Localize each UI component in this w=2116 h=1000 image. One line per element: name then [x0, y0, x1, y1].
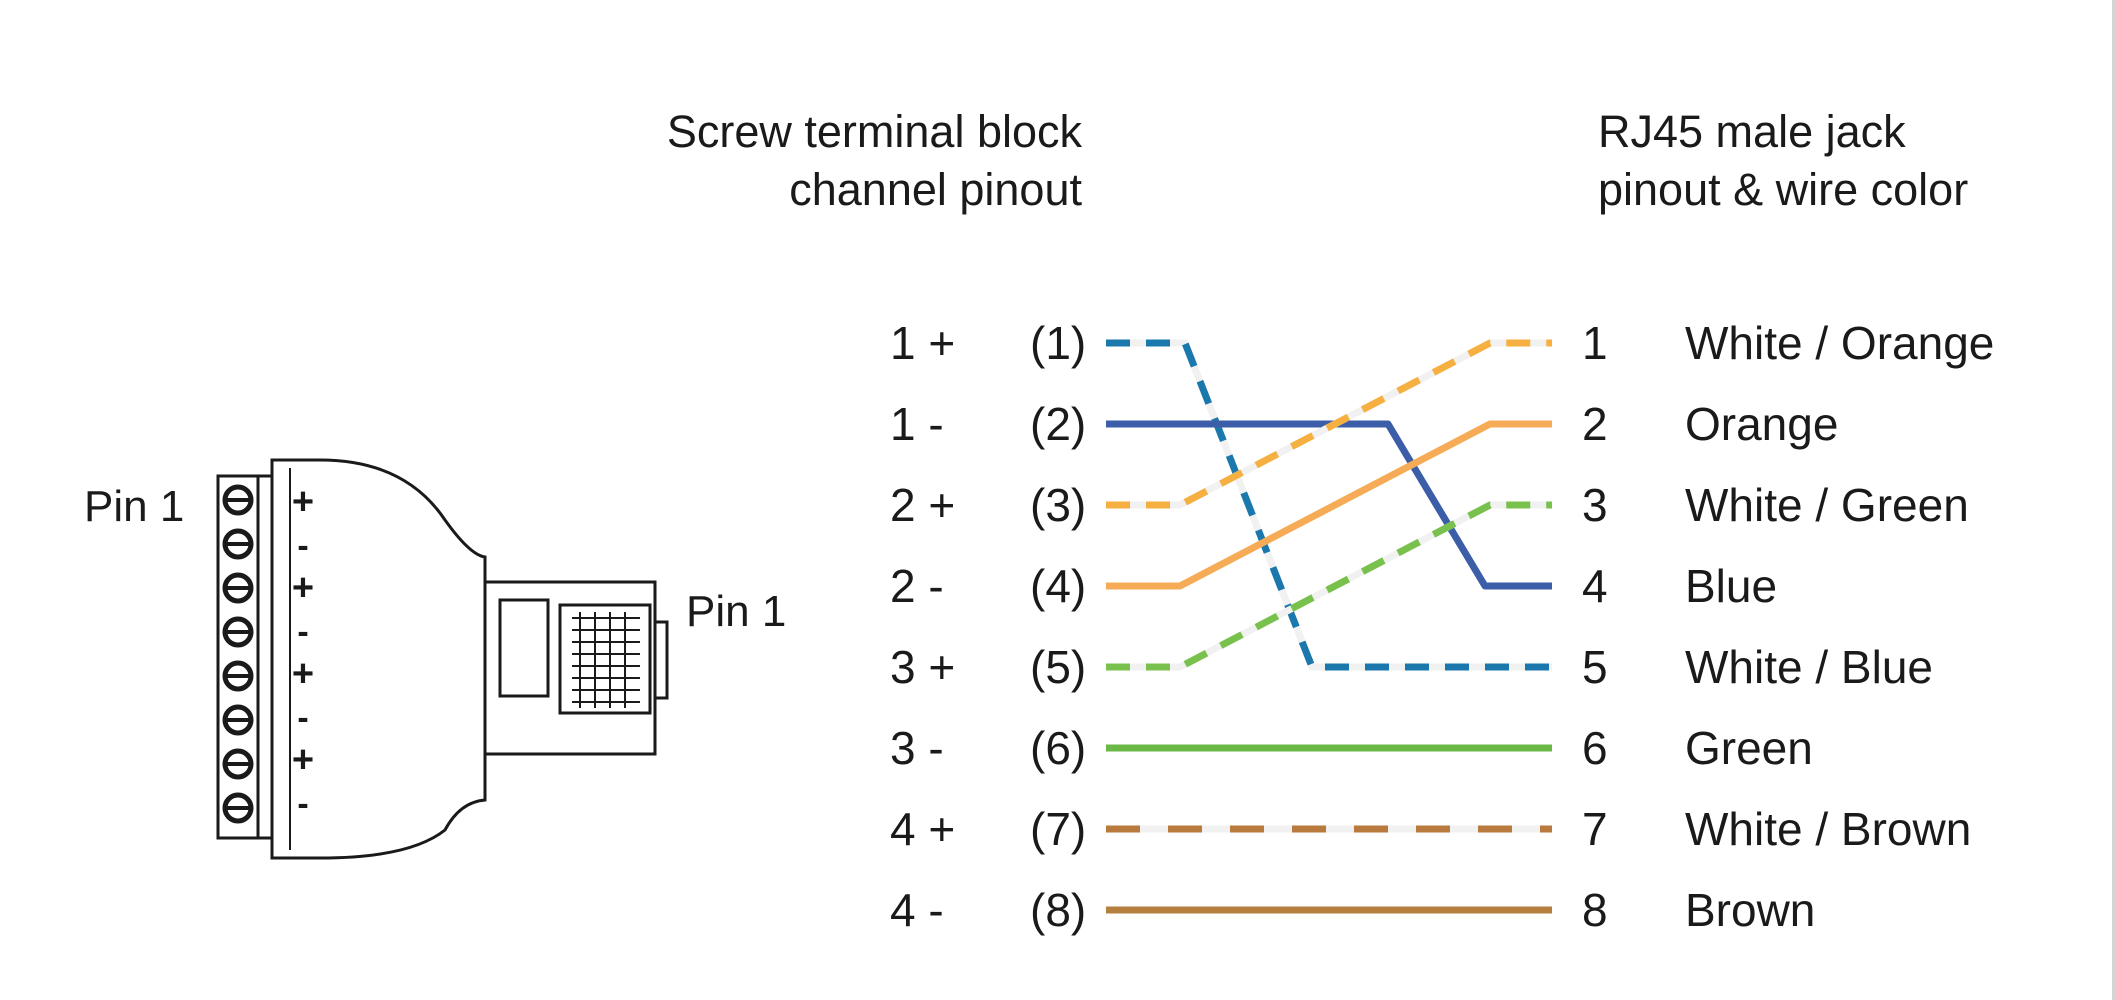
terminal-mark-1: +: [292, 481, 314, 523]
channel-label-1: 1 +: [890, 317, 956, 369]
terminal-block-body: [216, 474, 260, 840]
wire-3-to-pin-1: [1106, 339, 1552, 509]
screw-6: [222, 704, 254, 736]
rj45-pin-number-1: 1: [1582, 317, 1608, 369]
wire-color-name-2: Orange: [1685, 398, 1839, 450]
terminal-screws: [222, 484, 254, 824]
terminal-mark-4: -: [297, 613, 308, 651]
rj45-pin-number-3: 3: [1582, 479, 1608, 531]
rj45-latch: [498, 598, 550, 698]
wire-color-name-3: White / Green: [1685, 479, 1969, 531]
wire-4-to-pin-2: [1106, 420, 1552, 590]
terminal-number-4: (4): [1030, 560, 1087, 612]
rj45-heading-line-1: RJ45 male jack: [1598, 106, 1906, 157]
terminal-heading-line-2: channel pinout: [789, 164, 1082, 215]
screw-8: [222, 792, 254, 824]
terminal-number-8: (8): [1030, 884, 1087, 936]
rj45-contact-window: [558, 603, 652, 715]
screw-5: [222, 660, 254, 692]
terminal-mark-3: +: [292, 567, 314, 609]
rj45-heading-line-2: pinout & wire color: [1598, 164, 1969, 215]
rj45-pin-number-2: 2: [1582, 398, 1608, 450]
wire-color-name-4: Blue: [1685, 560, 1778, 612]
terminal-mark-5: +: [292, 653, 314, 695]
wire-color-name-5: White / Blue: [1685, 641, 1933, 693]
wire-color-name-8: Brown: [1685, 884, 1816, 936]
channel-label-6: 3 -: [890, 722, 944, 774]
plug-pin1-label: Pin 1: [686, 587, 787, 636]
channel-label-3: 2 +: [890, 479, 956, 531]
screw-1: [222, 484, 254, 516]
screw-3: [222, 572, 254, 604]
screw-2: [222, 528, 254, 560]
wire-color-name-1: White / Orange: [1685, 317, 1995, 369]
rj45-pin-number-8: 8: [1582, 884, 1608, 936]
rj45-pin-number-5: 5: [1582, 641, 1608, 693]
channel-label-2: 1 -: [890, 398, 944, 450]
terminal-number-7: (7): [1030, 803, 1087, 855]
terminal-number-1: (1): [1030, 317, 1087, 369]
wire-2-to-pin-4: [1106, 420, 1552, 590]
wire-color-name-6: Green: [1685, 722, 1813, 774]
channel-label-7: 4 +: [890, 803, 956, 855]
rj45-pin-number-7: 7: [1582, 803, 1608, 855]
wire-1-to-pin-5: [1106, 339, 1552, 671]
terminal-block-heading: Screw terminal block channel pinout: [560, 103, 1082, 219]
wire-5-to-pin-3: [1106, 501, 1552, 671]
rj45-pin-number-4: 4: [1582, 560, 1608, 612]
terminal-mark-8: -: [297, 785, 308, 823]
rj45-heading: RJ45 male jack pinout & wire color: [1598, 103, 1968, 219]
rj45-pin-number-6: 6: [1582, 722, 1608, 774]
channel-label-4: 2 -: [890, 560, 944, 612]
screw-7: [222, 748, 254, 780]
terminal-number-2: (2): [1030, 398, 1087, 450]
frame-edge: [2112, 0, 2116, 1000]
terminal-heading-line-1: Screw terminal block: [666, 106, 1082, 157]
terminal-mark-6: -: [297, 699, 308, 737]
adapter-housing: [270, 458, 487, 860]
wire-color-name-7: White / Brown: [1685, 803, 1972, 855]
screw-4: [222, 616, 254, 648]
terminal-pin1-label: Pin 1: [84, 482, 185, 531]
terminal-number-3: (3): [1030, 479, 1087, 531]
terminal-mark-2: -: [297, 527, 308, 565]
terminal-polarity-marks: +-+-+-+-: [292, 481, 314, 823]
channel-label-5: 3 +: [890, 641, 956, 693]
terminal-mark-7: +: [292, 739, 314, 781]
terminal-number-5: (5): [1030, 641, 1087, 693]
terminal-number-6: (6): [1030, 722, 1087, 774]
channel-label-8: 4 -: [890, 884, 944, 936]
